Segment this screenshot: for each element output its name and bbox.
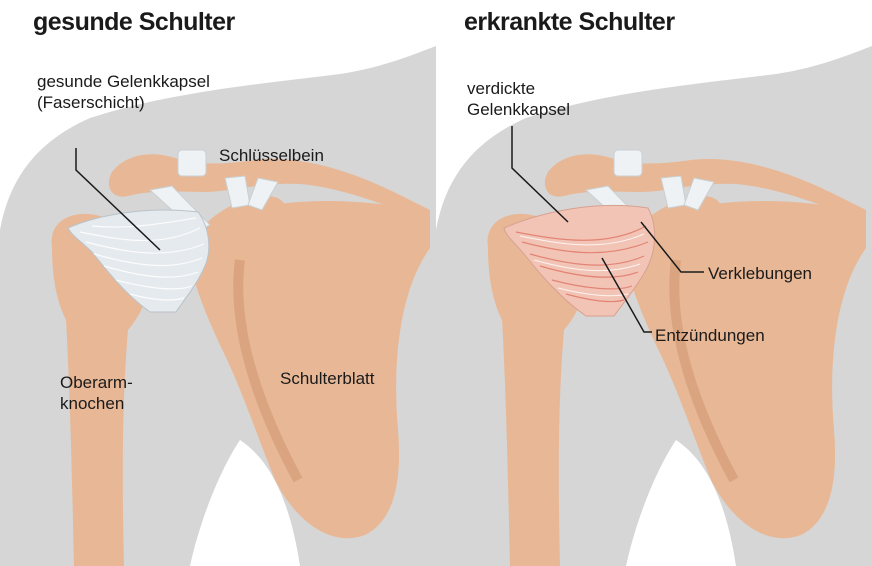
label-thickened-capsule: verdickte Gelenkkapsel — [467, 78, 570, 120]
label-healthy-capsule-line2: (Faserschicht) — [37, 92, 210, 113]
label-humerus: Oberarm- knochen — [60, 372, 133, 414]
label-healthy-capsule: gesunde Gelenkkapsel (Faserschicht) — [37, 71, 210, 113]
label-inflammation: Entzündungen — [655, 325, 765, 346]
label-thickened-capsule-line1: verdickte — [467, 78, 570, 99]
label-humerus-line1: Oberarm- — [60, 372, 133, 393]
label-adhesions: Verklebungen — [708, 263, 812, 284]
label-scapula: Schulterblatt — [280, 368, 375, 389]
panel-title: erkrankte Schulter — [464, 8, 675, 37]
label-clavicle: Schlüsselbein — [219, 145, 324, 166]
label-healthy-capsule-line1: gesunde Gelenkkapsel — [37, 71, 210, 92]
panel-title: gesunde Schulter — [33, 8, 235, 37]
label-thickened-capsule-line2: Gelenkkapsel — [467, 99, 570, 120]
diseased-shoulder-panel: erkrankte Schulter verdickte Gelenkkapse… — [436, 0, 872, 566]
healthy-shoulder-panel: gesunde Schulter gesunde Gelenkkapsel (F… — [0, 0, 436, 566]
label-humerus-line2: knochen — [60, 393, 133, 414]
